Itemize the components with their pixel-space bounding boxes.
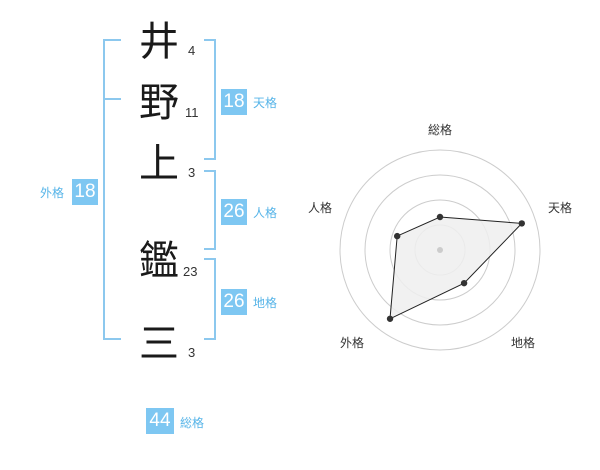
soukaku-label: 総格 [180,416,205,430]
gaikaku-label: 外格 [40,186,65,200]
gaikaku-value: 18 [72,179,98,205]
stroke-count-3: 3 [188,165,196,180]
radar-axis-label-jinkaku: 人格 [308,201,333,215]
radar-axis-label-chikaku: 地格 [511,336,536,350]
name-char-4: 鑑 [139,238,179,284]
tenkaku-bracket [204,39,216,160]
gaikaku-bracket [103,39,121,340]
fortune-radar-chart [339,149,541,351]
jinkaku-value: 26 [221,199,247,225]
stroke-count-4: 23 [183,264,198,279]
chikaku-bracket [204,258,216,340]
jinkaku-label: 人格 [253,206,278,220]
name-char-2: 野 [139,80,179,126]
radar-ring [364,174,516,326]
soukaku-value: 44 [146,408,174,434]
stroke-count-5: 3 [188,345,196,360]
chikaku-label: 地格 [253,296,278,310]
radar-ring [339,149,541,351]
radar-point-3 [460,279,468,287]
radar-axis-label-soukaku: 総格 [428,123,453,137]
stroke-count-2: 11 [185,105,199,120]
radar-point-4 [386,315,394,322]
tenkaku-label: 天格 [253,96,278,110]
radar-point-2 [518,220,525,227]
stroke-count-1: 4 [188,43,196,58]
name-char-1: 井 [139,19,179,65]
radar-axis-label-tenkaku: 天格 [548,201,573,215]
radar-point-1 [436,213,444,221]
radar-polygon [389,216,523,320]
chikaku-value: 26 [221,289,247,315]
radar-center-dot [437,247,443,253]
radar-axis-label-gaikaku: 外格 [340,336,365,350]
tenkaku-value: 18 [221,89,247,115]
radar-points [386,213,525,322]
jinkaku-bracket [204,170,216,250]
radar-point-5 [394,232,401,240]
name-char-5: 三 [139,321,179,367]
name-char-3: 上 [139,141,179,187]
bracket-tick [103,98,121,100]
